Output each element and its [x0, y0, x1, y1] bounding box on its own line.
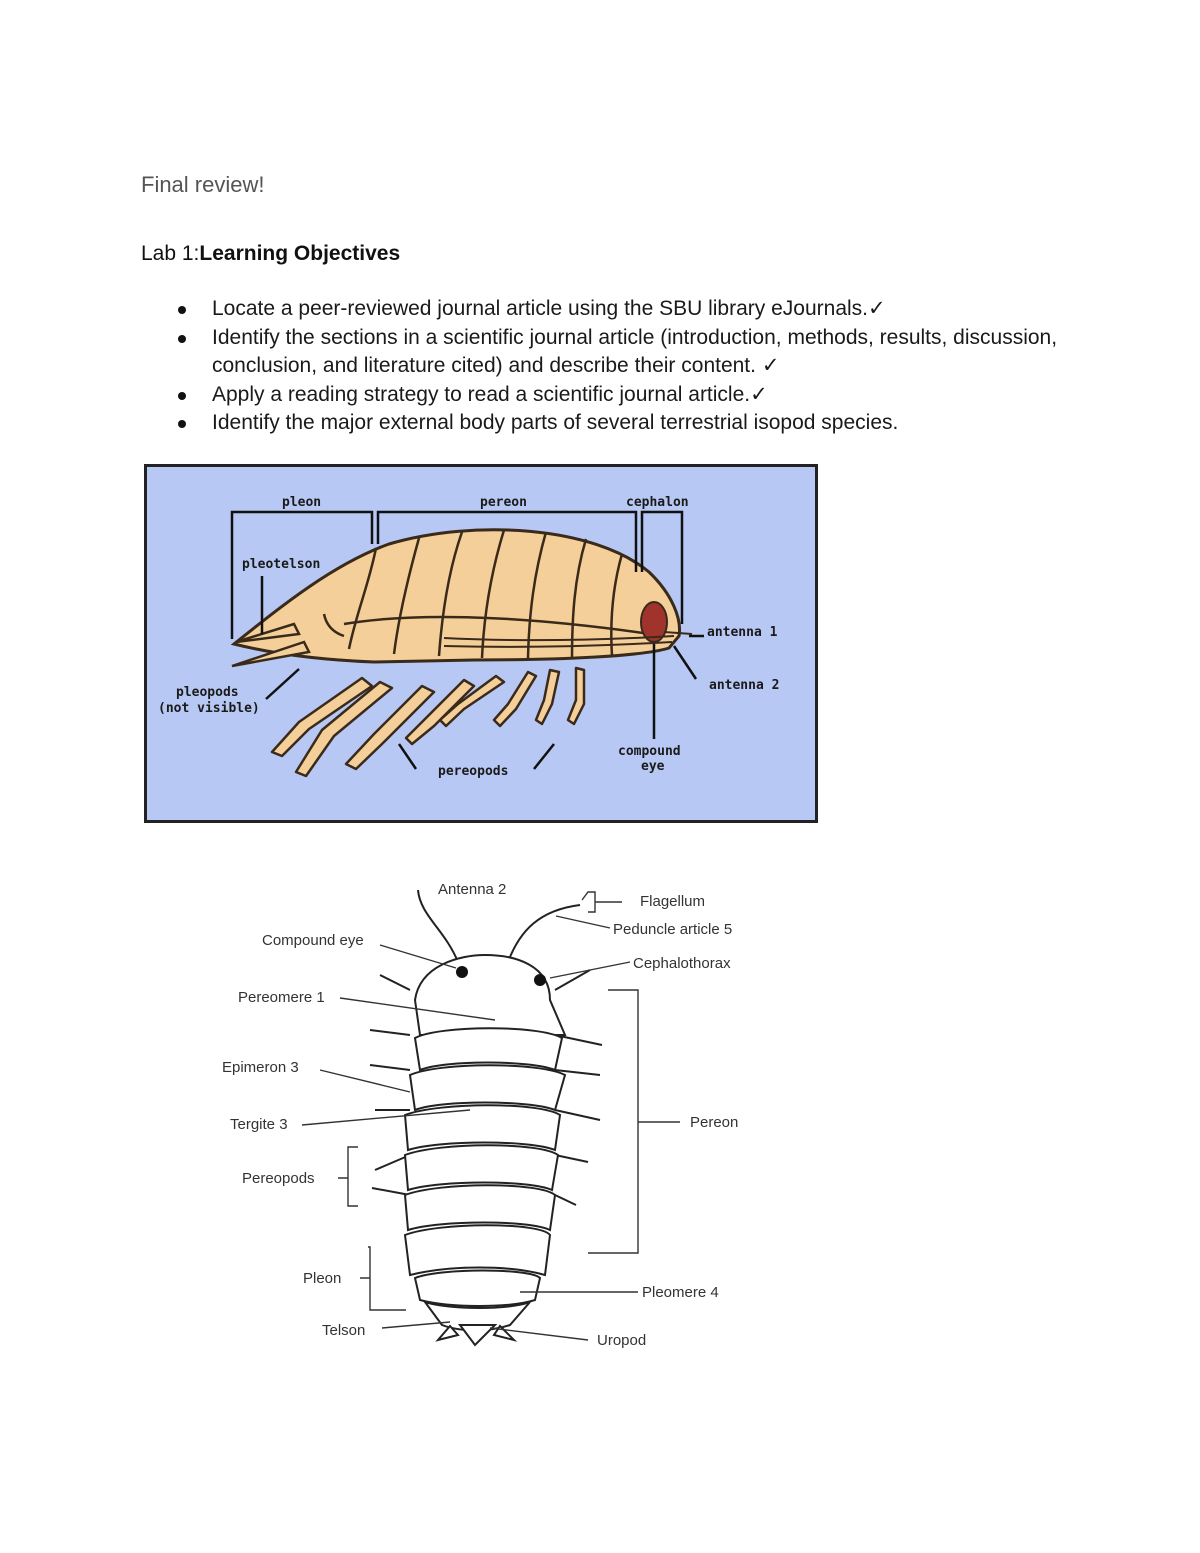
- label-antenna-2: antenna 2: [709, 678, 779, 693]
- objective-item: Locate a peer-reviewed journal article u…: [170, 295, 1070, 324]
- label-not-visible: (not visible): [158, 701, 260, 716]
- isopod-body: [230, 528, 682, 664]
- lab-heading: Lab 1:Learning Objectives: [141, 242, 400, 266]
- label-eye: eye: [641, 759, 665, 774]
- label-cephalon: cephalon: [626, 495, 689, 510]
- body-segments: [322, 529, 665, 660]
- label-antenna-1: antenna 1: [707, 625, 778, 640]
- label-peduncle: Peduncle article 5: [613, 921, 732, 938]
- label-uropod: Uropod: [597, 1332, 646, 1349]
- label-compound-eye: Compound eye: [262, 932, 364, 949]
- learning-objectives-heading: Learning Objectives: [199, 242, 401, 265]
- label-antenna-2-top: Antenna 2: [438, 881, 506, 898]
- label-cephalothorax: Cephalothorax: [633, 955, 731, 972]
- isopod-side-view-diagram: pleon pereon cephalon pleotelson antenna…: [144, 464, 818, 823]
- label-pleon-top: Pleon: [303, 1270, 341, 1287]
- label-pleotelson: pleotelson: [242, 557, 320, 572]
- compound-eye-left: [456, 966, 468, 978]
- objective-item: Apply a reading strategy to read a scien…: [170, 381, 1070, 410]
- label-pereopods-top: Pereopods: [242, 1170, 315, 1187]
- label-pleon: pleon: [282, 495, 321, 510]
- pleotelson-spikes: [231, 622, 311, 668]
- objective-item: Identify the major external body parts o…: [170, 409, 1070, 438]
- antenna-lines: [443, 631, 693, 648]
- compound-eye-shape: [640, 601, 668, 643]
- label-compound: compound: [618, 744, 681, 759]
- isopod-top-body: [369, 889, 603, 1347]
- label-pleopods: pleopods: [176, 685, 239, 700]
- label-flagellum: Flagellum: [640, 893, 705, 910]
- label-tergite-3: Tergite 3: [230, 1116, 288, 1133]
- label-epimeron-3: Epimeron 3: [222, 1059, 299, 1076]
- label-pereopods: pereopods: [438, 764, 508, 779]
- pereopods-legs: [270, 666, 586, 778]
- label-pleomere-4: Pleomere 4: [642, 1284, 719, 1301]
- label-pereomere-1: Pereomere 1: [238, 989, 325, 1006]
- top-leader-lines: [301, 891, 680, 1341]
- page-title: Final review!: [141, 172, 265, 197]
- objective-item: Identify the sections in a scientific jo…: [170, 324, 1070, 381]
- label-pereon: pereon: [480, 495, 527, 510]
- label-telson: Telson: [322, 1322, 365, 1339]
- label-pereon-top: Pereon: [690, 1114, 738, 1131]
- top-labels: Antenna 2 Flagellum Peduncle article 5 C…: [222, 881, 738, 1349]
- side-labels: pleon pereon cephalon pleotelson antenna…: [158, 495, 779, 779]
- label-leader-lines: [230, 510, 704, 770]
- isopod-top-view-diagram: Antenna 2 Flagellum Peduncle article 5 C…: [222, 881, 738, 1349]
- lab-prefix: Lab 1:: [141, 242, 200, 265]
- compound-eye-right: [534, 974, 546, 986]
- objectives-list: Locate a peer-reviewed journal article u…: [170, 295, 1070, 438]
